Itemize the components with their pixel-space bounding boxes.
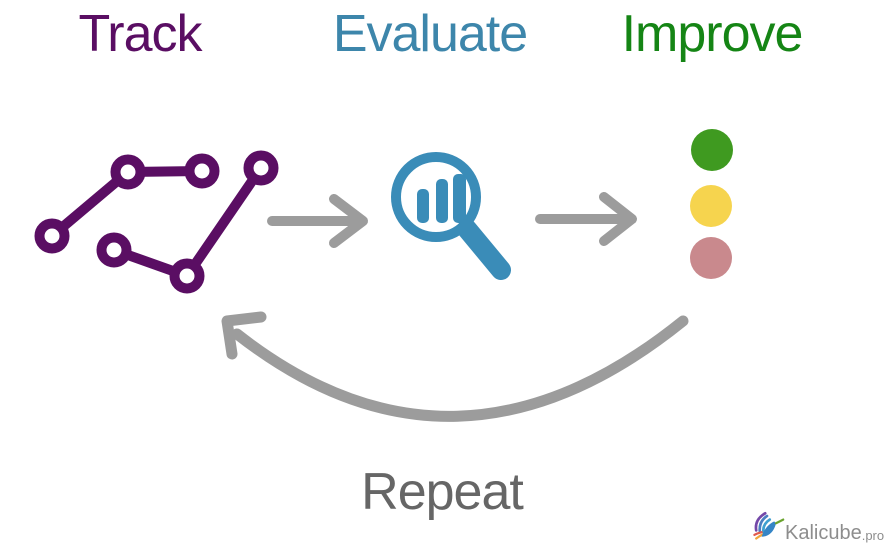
green-dot [691,129,733,171]
repeat-label: Repeat [361,463,524,521]
hummingbird-icon [753,511,785,540]
step-title-improve: Improve [621,5,804,63]
step-title-evaluate: Evaluate [332,5,528,63]
kalicube-logo: Kalicube .pro [749,507,884,543]
logo-tld-text: .pro [861,528,885,543]
curved-arrow-icon [221,311,689,422]
logo-brand-text: Kalicube [785,522,862,544]
pink-dot [690,237,732,279]
magnifier-chart-icon [391,152,511,280]
yellow-dot [690,185,732,227]
arrow-right-icon [267,194,368,248]
step-title-track: Track [78,5,202,63]
arrow-right-icon [535,192,637,246]
status-dots-icon [690,129,733,279]
line-chart-icon [34,150,279,294]
